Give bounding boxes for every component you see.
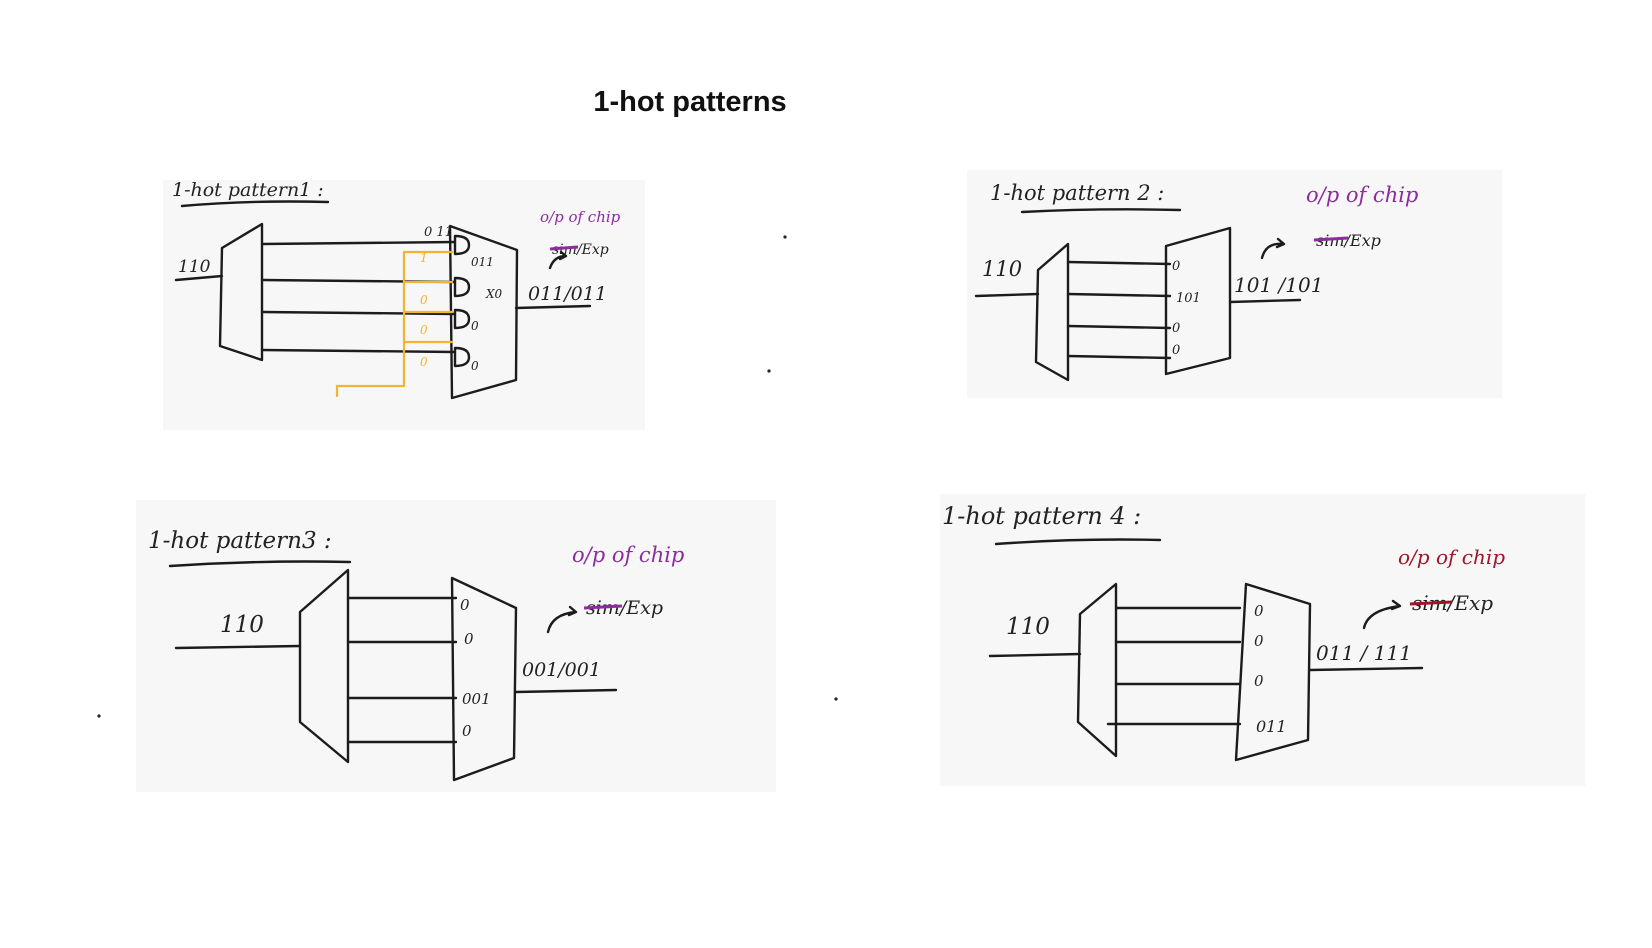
panel-4-flop-2-value: 0 [1254,632,1264,650]
panel-1-mux [448,224,519,400]
panel-1-output-wire [514,304,592,310]
panel-2-demux [1034,242,1070,382]
panel-3-input-wire [174,644,302,650]
panel-2-label-underline [1020,208,1182,214]
panel-1-output: 011/011 [528,283,607,305]
panel-2-flop-3-value: 0 [1172,321,1180,336]
panel-4-arrow-icon [1362,599,1402,630]
panel-2-strike [1313,236,1349,242]
panel-2: 1-hot pattern 2 : 110 0 101 0 0 101 /101… [967,170,1502,398]
panel-4-demux [1076,582,1118,758]
panel-1-chain-value-1: 1 [420,251,428,265]
panel-1-line-1 [260,240,457,246]
panel-1-note: o/p of chip [540,208,621,226]
panel-2-flop-4-value: 0 [1172,343,1180,358]
panel-4-input-value: 110 [1006,614,1050,640]
panel-1-chain-value-4: 0 [420,355,428,369]
panel-3-arrow-icon [546,605,578,634]
panel-1-strike [549,245,579,251]
panel-1-chain-value-2: 0 [420,293,428,307]
panel-2-label: 1-hot pattern 2 : [990,181,1164,205]
panel-4-input-wire [988,652,1082,658]
slide-title: 1-hot patterns [593,86,787,118]
panel-3-input-value: 110 [220,612,264,638]
panel-4-label-underline [994,538,1162,546]
panel-1-input-wire [174,274,224,282]
panel-1-input-value: 110 [178,257,211,277]
panel-4: 1-hot pattern 4 : 110 0 0 0 011 011 / 11… [940,494,1585,786]
panel-1-sim-exp: sim/Exp [552,242,609,258]
panel-2-mux [1164,226,1232,376]
panel-2-line-3 [1066,324,1172,330]
panel-3-label: 1-hot pattern3 : [148,528,332,554]
panel-4-background [940,494,1585,786]
panel-1-line-3 [260,310,457,316]
panel-1-flop-3 [453,308,471,330]
stray-dot [767,369,771,373]
panel-1-flop-1-value: 011 [471,255,494,269]
panel-2-sim-exp: sim/Exp [1316,231,1381,250]
panel-4-flop-3-value: 0 [1254,672,1264,690]
panel-1-flop-4 [453,346,471,368]
panel-3-label-underline [168,560,352,568]
panel-1-label-underline [180,200,330,208]
panel-2-output-wire [1228,298,1302,304]
panel-3-output: 001/001 [522,659,601,681]
panel-1: 1-hot pattern1 : 110 1 0 0 0 0 11 011 X0… [163,179,645,430]
panel-1-line-4 [260,348,457,354]
panel-1-top-value: 0 11 [424,225,453,240]
panel-2-line-1 [1066,260,1172,266]
panel-3-strike [583,604,623,610]
panel-3: 1-hot pattern3 : 110 0 0 001 0 001/001 o… [136,500,776,792]
panel-2-input-value: 110 [982,257,1022,281]
panel-4-output: 011 / 111 [1316,641,1412,665]
panel-2-note: o/p of chip [1306,183,1418,207]
panel-1-chain-value-3: 0 [420,323,428,337]
stray-dot [97,714,101,718]
stray-dot [834,697,838,701]
panel-1-label: 1-hot pattern1 : [172,179,324,201]
panel-1-flop-4-value: 0 [471,359,479,373]
panel-1-flop-3-value: 0 [471,319,479,333]
panel-2-output: 101 /101 [1234,273,1323,297]
panel-2-flop-2-value: 101 [1176,291,1201,306]
panel-4-mux [1234,582,1312,762]
panel-4-strike [1409,600,1453,606]
panel-1-flop-2 [453,276,471,298]
panel-2-arrow-icon [1260,237,1286,260]
panel-1-arrow-icon [548,250,568,270]
panel-4-flop-1-value: 0 [1254,602,1264,620]
panel-3-flop-4-value: 0 [462,722,472,740]
panel-2-line-4 [1066,354,1172,360]
panel-3-note: o/p of chip [572,543,684,567]
panel-4-label: 1-hot pattern 4 : [942,502,1141,530]
panel-3-sim-exp: sim/Exp [586,597,663,619]
panel-2-line-2 [1066,292,1172,298]
panel-3-mux [450,576,518,782]
panel-3-flop-3-value: 001 [462,690,491,708]
panel-3-demux [298,568,350,764]
panel-3-flop-2-value: 0 [464,630,474,648]
panel-4-note: o/p of chip [1398,545,1505,569]
panel-4-flop-4-value: 011 [1256,717,1287,736]
panel-2-background [967,170,1502,398]
stray-dot [783,235,787,239]
panel-1-scan-chain [335,250,454,398]
panel-3-flop-1-value: 0 [460,596,470,614]
panel-3-output-wire [514,688,618,694]
panel-4-output-wire [1308,666,1424,672]
panel-1-xor-value: X0 [485,287,503,301]
panel-1-flop-1 [453,234,471,256]
panel-2-flop-1-value: 0 [1172,259,1180,274]
panel-1-demux [218,222,264,362]
panel-2-input-wire [974,292,1040,298]
